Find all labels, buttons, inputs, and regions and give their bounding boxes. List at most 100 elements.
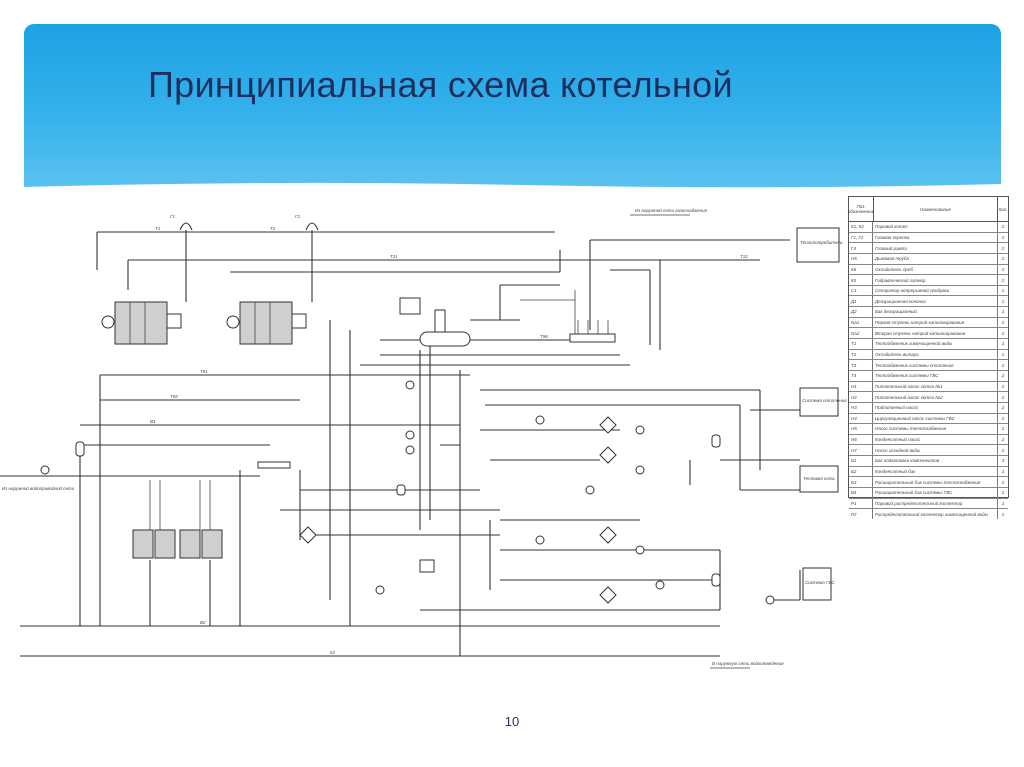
legend-cell-qty: 1 (1001, 309, 1005, 315)
legend-cell-name: Расширительный бак системы ГВС (873, 488, 998, 498)
legend-cell-pos: Т1 (849, 339, 873, 349)
legend-cell-qty: 2 (1001, 437, 1005, 443)
legend-cell-name: Деаэрационная колонка (873, 296, 998, 307)
legend-cell-qty: 2 (1001, 383, 1005, 389)
legend-cell-pos: С1 (849, 285, 873, 296)
legend-cell-qty: 2 (1001, 447, 1005, 453)
steam-collector (569, 320, 616, 343)
legend-cell-pos: Т2 (849, 349, 873, 360)
legend-header-qty: Кол. (998, 206, 1008, 212)
legend-cell-pos: К6 (849, 264, 873, 275)
legend-cell-name: Насос системы теплоснабжения (873, 424, 998, 434)
pipe-label-4: Т91 (200, 369, 208, 374)
legend-cell-qty: 2 (1001, 277, 1005, 283)
legend-cell-name: Первая ступень натрий-катионирования (873, 317, 998, 328)
consumer-boxes: Теплопотребители Система отопления Тепло… (796, 227, 847, 601)
legend-cell-pos: Б1 (849, 456, 873, 466)
legend-cell-qty: 2 (1001, 426, 1005, 432)
legend-cell-name: Питательный насос котла №2 (873, 392, 998, 402)
legend-cell-pos: Б2 (849, 466, 873, 477)
legend-cell-qty: 2 (1001, 320, 1005, 326)
legend-cell-pos: Д1 (849, 296, 873, 307)
legend-cell-name: Теплообменник системы ГВС (873, 370, 998, 381)
legend-cell-name: Теплообменник химочищенной воды (873, 339, 998, 349)
legend-cell-pos: Н5 (849, 424, 873, 434)
legend-header-name: Наименование (874, 197, 998, 221)
legend-cell-name: Паровой котел (873, 222, 998, 232)
pipe-label-5: Т92 (170, 394, 178, 399)
heat-exchangers (257, 416, 617, 604)
legend-cell-qty: 2 (1001, 245, 1005, 251)
legend-cell-pos: К5 (849, 275, 873, 285)
legend-cell-qty: 1 (1001, 298, 1005, 304)
legend-cell-qty: 1 (1001, 500, 1005, 506)
legend-cell-qty: 2 (1001, 405, 1005, 411)
legend-cell-pos: Р2 (849, 509, 873, 519)
legend-header: Поз. обозначение Наименование Кол. (848, 197, 1008, 222)
legend-cell-pos: Nа2 (849, 328, 873, 339)
legend-cell-pos: Б3 (849, 477, 873, 488)
note-water-supply: Из наружной водопроводной сети (2, 485, 75, 491)
legend-cell-name: Гидравлический затвор (873, 275, 998, 285)
pipe-label-2: Т11 (390, 254, 398, 259)
legend-cell-qty: 2 (1001, 479, 1005, 485)
consumers-box-label: Теплопотребители (800, 240, 843, 245)
heating-box-label: Система отопления (802, 398, 847, 403)
legend-cell-name: Газовый рампа (873, 243, 998, 253)
banner-wave (24, 182, 1001, 190)
legend-cell-name: Бак подготовки компонентов (873, 456, 998, 466)
legend-cell-qty: 1 (1001, 352, 1005, 357)
legend-cell-pos: Н6 (849, 434, 873, 445)
legend-cell-name: Расширительный бак системы теплоснабжени… (873, 477, 998, 488)
note-drainage: В наружную сеть водоотведения (712, 661, 784, 666)
legend-cell-name: Бак деаэрационный (873, 307, 998, 317)
slide-title: Принципиальная схема котельной (148, 64, 733, 105)
legend-cell-pos: Н7 (849, 445, 873, 456)
legend-cell-name: Конденсатный бак (873, 466, 998, 477)
legend-cell-name: Теплообменник системы отопления (873, 360, 998, 370)
legend-cell-pos: Р1 (849, 498, 873, 509)
legend-cell-qty: 2 (1001, 490, 1005, 496)
page-number: 10 (504, 714, 520, 729)
dhw-box-label: Система ГВС (805, 580, 835, 585)
legend-header-pos: Поз. обозначение (848, 197, 874, 221)
legend-cell-name: Распределительный коллектор химочищенной… (873, 509, 998, 519)
boiler-1 (101, 222, 193, 345)
pipe-label-6: Т96 (540, 334, 548, 339)
legend-cell-pos: Г4 (849, 243, 873, 253)
legend-cell-name: Конденсатный насос (873, 434, 998, 445)
legend-cell-qty: 2 (1001, 394, 1005, 400)
pipe-label-10: Г1 (170, 214, 175, 219)
legend-cell-qty: 2 (1001, 224, 1005, 230)
legend-cell-name: Подпиточный насос (873, 402, 998, 413)
legend-cell-qty: 2 (1001, 256, 1005, 262)
heat-network-box-label: Тепловая сеть (803, 476, 835, 481)
boiler-2 (226, 222, 319, 345)
legend-cell-name: Питательный насос котла №1 (873, 381, 998, 392)
legend-cell-qty: 1 (1001, 341, 1005, 347)
legend-cell-name: Сепаратор непрерывной продувки (873, 285, 998, 296)
pipe-label-7: В1 (150, 419, 156, 424)
main-pipes (0, 231, 801, 657)
